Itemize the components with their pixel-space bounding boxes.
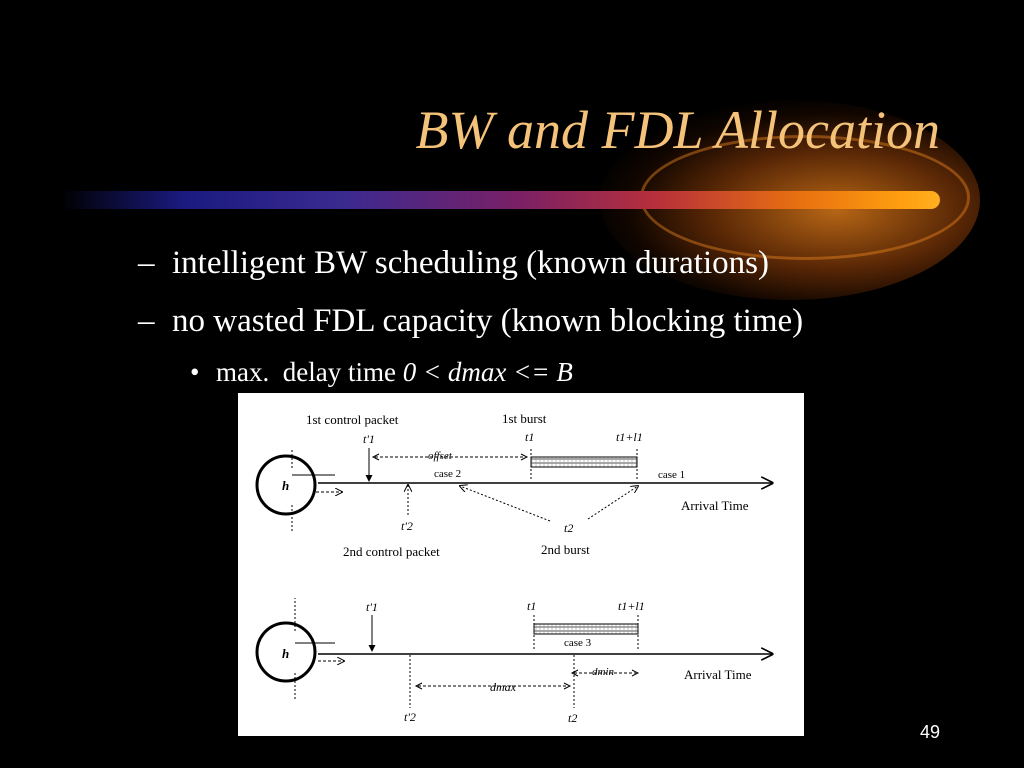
label-2nd-burst: 2nd burst <box>541 542 590 557</box>
label-1st-control-packet: 1st control packet <box>306 412 399 427</box>
bullet-text: no wasted FDL capacity (known blocking t… <box>172 303 804 339</box>
label-dmin: dmin <box>592 666 615 678</box>
case1-pointer <box>587 486 638 520</box>
label-t2-prime: t'2 <box>404 710 416 724</box>
label-offset: offset <box>428 450 453 462</box>
first-burst-box <box>530 456 638 468</box>
dash-marker: – <box>138 303 155 339</box>
label-t2-prime: t'2 <box>401 519 413 533</box>
bullet-text: intelligent BW scheduling (known duratio… <box>172 245 769 281</box>
label-t1-prime: t'1 <box>363 432 375 446</box>
label-dmax: dmax <box>490 680 517 694</box>
label-t1: t1 <box>525 430 534 444</box>
label-t2: t2 <box>564 521 573 535</box>
label-case-3: case 3 <box>564 637 592 649</box>
label-t2: t2 <box>568 711 577 725</box>
delay-bound-formula: 0 < dmax <= B <box>402 357 573 387</box>
timing-diagram-figure: h 1st control packet t'1 offset 1st burs… <box>238 393 804 736</box>
label-case-2: case 2 <box>434 468 461 480</box>
burst-box <box>533 623 639 635</box>
sub-bullet-max-delay: • max. delay time 0 < dmax <= B <box>190 355 573 389</box>
top-diagram: h 1st control packet t'1 offset 1st burs… <box>255 411 772 559</box>
label-1st-burst: 1st burst <box>502 411 547 426</box>
label-arrival-time: Arrival Time <box>681 498 749 513</box>
node-label: h <box>282 646 289 661</box>
label-arrival-time: Arrival Time <box>684 667 752 682</box>
dot-marker: • <box>190 357 200 387</box>
bullet-fdl-capacity: –no wasted FDL capacity (known blocking … <box>138 301 803 341</box>
bottom-diagram: h t'1 t1 t1+l1 case 3 Arrival Time t'2 t… <box>255 598 772 725</box>
label-2nd-control-packet: 2nd control packet <box>343 544 440 559</box>
label-t1-plus-l1: t1+l1 <box>618 599 645 613</box>
label-t1-plus-l1: t1+l1 <box>616 430 643 444</box>
gradient-swoosh-decoration <box>60 191 940 209</box>
timing-diagram: h 1st control packet t'1 offset 1st burs… <box>255 411 804 725</box>
page-number: 49 <box>919 722 940 742</box>
label-t1-prime: t'1 <box>366 600 378 614</box>
case2-pointer <box>460 486 551 522</box>
dash-marker: – <box>138 245 155 281</box>
bullet-bw-scheduling: –intelligent BW scheduling (known durati… <box>138 243 769 283</box>
slide-title: BW and FDL Allocation <box>415 100 941 160</box>
label-case-1: case 1 <box>658 469 685 481</box>
node-circle <box>255 454 317 516</box>
label-t1: t1 <box>527 599 536 613</box>
node-circle <box>255 621 317 683</box>
sub-bullet-text: max. delay time <box>216 357 403 387</box>
node-label: h <box>282 478 289 493</box>
